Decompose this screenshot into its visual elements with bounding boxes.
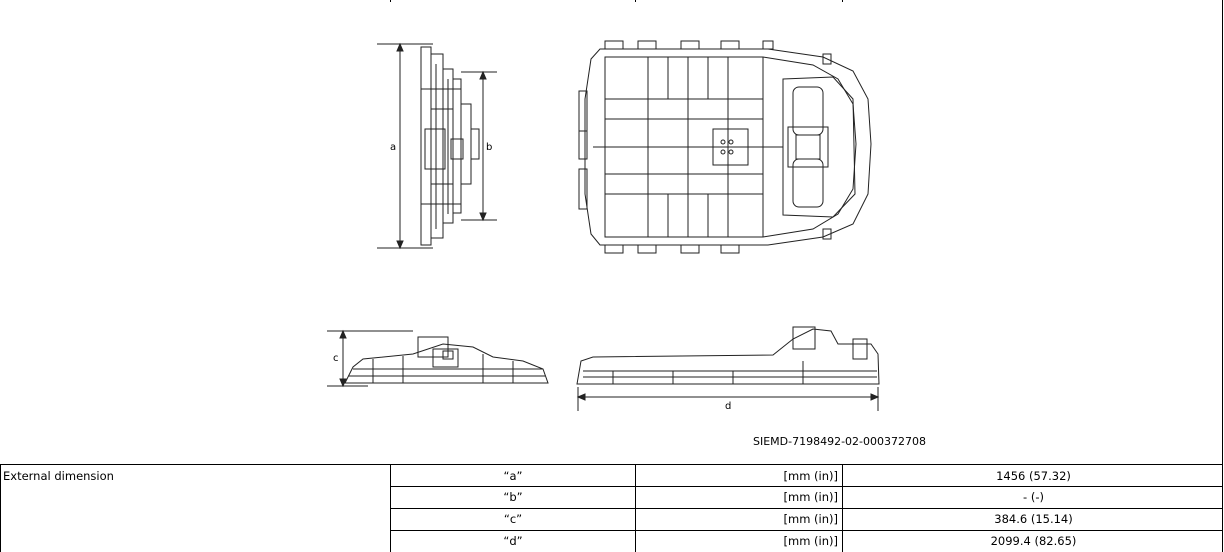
dim-key-d: “d” <box>503 534 523 548</box>
dim-unit-c: [mm (in)] <box>783 512 839 526</box>
dim-value-d: 2099.4 (82.65) <box>990 534 1077 548</box>
dim-value-a: 1456 (57.32) <box>996 469 1071 483</box>
dim-key-c: “c” <box>503 512 523 526</box>
front-view-drawing <box>327 329 549 388</box>
col-divider-3 <box>842 464 843 552</box>
top-view-drawing <box>578 40 872 254</box>
dim-label-a: a <box>390 142 396 153</box>
dim-key-b: “b” <box>503 490 523 504</box>
dim-value-b: - (-) <box>1023 490 1044 504</box>
battery-pack-diagram: a b c d <box>327 40 880 412</box>
dim-unit-b: [mm (in)] <box>783 490 839 504</box>
dim-unit-d: [mm (in)] <box>783 534 839 548</box>
row-divider-3 <box>390 530 1223 531</box>
dim-label-c: c <box>333 353 339 364</box>
figure-caption: SIEMD-7198492-02-000372708 <box>752 435 926 448</box>
row-divider-1 <box>390 486 1223 487</box>
col-divider-2 <box>635 464 636 552</box>
figure-bottom-border <box>0 464 1223 465</box>
right-border <box>1222 0 1223 552</box>
left-border <box>0 464 1 552</box>
dim-unit-a: [mm (in)] <box>783 469 839 483</box>
row-divider-2 <box>390 508 1223 509</box>
external-dimension-label: External dimension <box>3 469 114 483</box>
dim-key-a: “a” <box>503 469 523 483</box>
top-divider-1 <box>390 0 391 2</box>
col-divider-1 <box>390 464 391 552</box>
bottom-side-view-drawing <box>576 326 880 411</box>
top-divider-3 <box>842 0 843 2</box>
dim-value-c: 384.6 (15.14) <box>994 512 1073 526</box>
side-view-drawing <box>377 42 497 250</box>
dim-label-d: d <box>725 401 731 412</box>
top-divider-2 <box>635 0 636 2</box>
dimension-drawing: a b c d <box>293 9 927 436</box>
dim-label-b: b <box>486 142 492 153</box>
